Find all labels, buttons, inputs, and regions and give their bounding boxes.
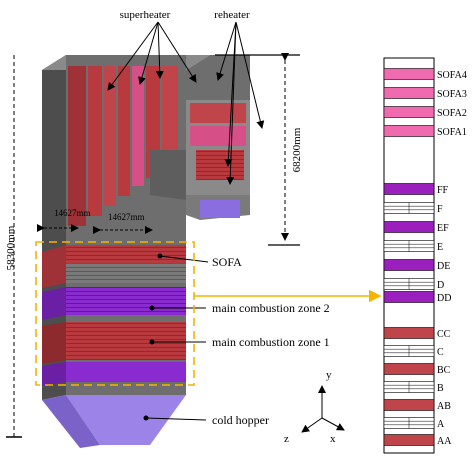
burner-row-label-dd: DD [437,293,451,304]
burner-row-ef [383,221,435,233]
main-combustion-zone-1-label: main combustion zone 1 [212,335,330,349]
burner-zone-highlight [35,241,195,386]
burner-row-label-ff: FF [437,185,449,196]
z-axis-label: z [284,433,289,445]
burner-row-label-sofa2: SOFA2 [437,108,467,119]
left-face-lower [42,362,66,386]
reheater-label: reheater [214,9,250,21]
sofa-callout-dot [157,253,163,259]
reheater-block [150,55,250,220]
burner-row-label-aa: AA [437,436,452,447]
burner-row-sofa1 [383,125,435,137]
y-axis-label: y [326,369,332,381]
upper-height-label: 68200mm [291,127,303,172]
sofa-gap-band [66,263,186,283]
reheater-callout [226,21,237,185]
superheater-panel [68,66,86,226]
burner-row-bc [383,363,435,375]
burner-row-label-sofa1: SOFA1 [437,127,467,138]
superheater-panel [118,66,130,196]
burner-row-sofa4 [383,68,435,80]
burner-row-label-sofa4: SOFA4 [437,70,467,81]
hopper-callout-dot [143,415,149,421]
burner-row-label-b: B [437,383,444,394]
left-face-zone2 [42,287,66,320]
total-height-label: 58300mm [5,225,17,270]
z-axis-arrow [301,417,323,433]
main-combustion-zone-1-band [66,322,186,360]
superheater-panel [104,66,116,206]
cold-hopper-label: cold hopper [212,413,269,427]
burner-row-de [383,259,435,271]
burner-row-label-ef: EF [437,223,449,234]
burner-row-label-c: C [437,347,444,358]
superheater-panel [132,66,144,186]
burner-row-cc [383,327,435,339]
burner-row-label-a: A [437,419,445,430]
zone1-callout-dot [149,339,155,345]
burner-row-label-de: DE [437,261,450,272]
lower-purple-band [66,362,186,382]
burner-row-aa [383,434,435,446]
burner-row-label-ab: AB [437,401,451,412]
left-face-zone1 [42,322,66,364]
burner-column: SOFA4SOFA3SOFA2SOFA1FFFEFEDEDDDCCCBCBABA… [383,57,467,454]
burner-row-sofa3 [383,87,435,99]
main-combustion-zone-2-band [66,287,186,315]
x-axis-label: x [330,433,336,445]
burner-row-ff [383,183,435,195]
burner-row-label-f: F [437,204,443,215]
main-combustion-zone-2-label: main combustion zone 2 [212,301,330,315]
superheater-label: superheater [120,9,171,21]
cold-hopper-side [42,395,100,448]
reheater-bank [196,150,244,180]
burner-row-dd [383,291,435,303]
furnace-body [42,55,250,448]
superheater-callout [155,21,164,79]
reheater-outlet [200,200,240,218]
superheater-panel [88,66,102,216]
reheater-bank [190,103,246,123]
superheater-callout [107,21,159,91]
width-label-b: 14627mm [108,212,145,222]
sofa-callout [159,255,209,263]
burner-row-label-e: E [437,242,443,253]
reheater-duct [150,150,186,200]
burner-row-label-sofa3: SOFA3 [437,89,467,100]
sofa-label: SOFA [212,255,242,269]
burner-row-label-cc: CC [437,329,451,340]
superheater-callout [138,21,159,85]
cold-hopper-shape [66,395,186,445]
reheater-bank [190,126,246,146]
superheater-panel [162,66,178,170]
burner-row-ab [383,399,435,411]
x-axis-arrow [321,417,345,431]
left-face-sofa [42,245,66,288]
superheater-callout [157,21,197,83]
reheater-callout [216,21,237,81]
burner-row-label-d: D [437,280,444,291]
superheater-panels [68,66,178,226]
hopper-callout [145,417,207,421]
dimension-lines [6,53,300,438]
reheater-callout [235,21,265,129]
callout-lines [107,21,265,185]
burner-row-label-bc: BC [437,365,451,376]
sofa-zone-band [66,245,186,263]
axis-triad [301,385,345,433]
burner-row-sofa2 [383,106,435,118]
width-label-a: 14627mm [54,208,91,218]
zone2-callout-dot [149,305,155,311]
